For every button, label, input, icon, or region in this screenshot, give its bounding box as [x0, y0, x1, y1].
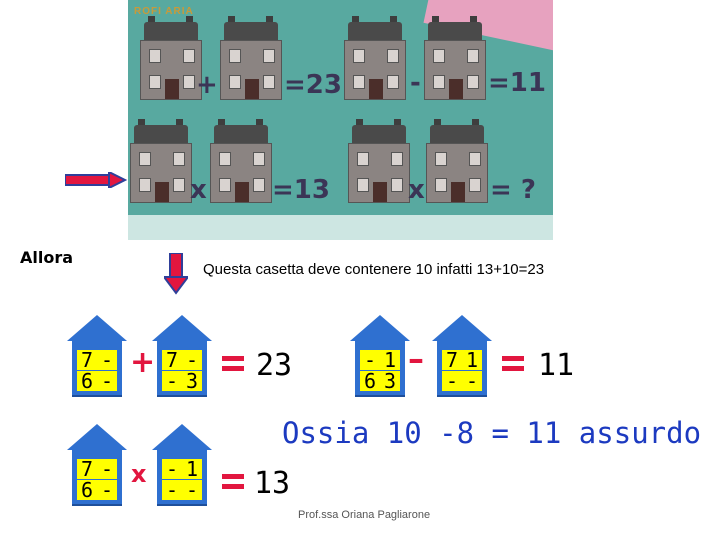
house-cell: 1	[182, 459, 202, 479]
house-cell: 6	[77, 371, 97, 391]
photo-house	[424, 16, 486, 100]
house-cell: 7	[77, 459, 97, 479]
house-cell: -	[462, 371, 482, 391]
house-cell: -	[162, 459, 182, 479]
times-operator: x	[131, 460, 147, 488]
house-cell: 7	[77, 350, 97, 370]
photo-house	[140, 16, 202, 100]
photo-house	[130, 119, 192, 203]
house-cell: -	[97, 459, 117, 479]
photo-operator: x	[408, 175, 425, 205]
photo-operator: x	[190, 175, 207, 205]
conclusion-text: Ossia 10 -8 = 11 assurdo	[282, 416, 702, 450]
house-cell: -	[182, 350, 202, 370]
house-a: 7 - 6 -	[67, 424, 127, 506]
author-signature: Prof.ssa Oriana Pagliarone	[298, 509, 431, 521]
result-value: 13	[254, 466, 291, 501]
house-cell: 6	[360, 371, 380, 391]
explanation-text: Questa casetta deve contenere 10 infatti…	[203, 261, 545, 278]
photo-stamp: ROFI ARIA	[134, 6, 194, 17]
house-cell: 7	[162, 350, 182, 370]
house-cell: 3	[380, 371, 400, 391]
house-b: 7 - - 3	[152, 315, 212, 397]
house-cell: -	[442, 371, 462, 391]
house-cell: -	[360, 350, 380, 370]
house-cell: 1	[462, 350, 482, 370]
house-c: - 1 6 3	[350, 315, 410, 397]
photo-result: =23	[284, 70, 342, 100]
photo-house	[220, 16, 282, 100]
plus-operator: +	[130, 345, 156, 380]
house-cell: -	[162, 371, 182, 391]
house-cell: 1	[380, 350, 400, 370]
house-b: - 1 - -	[152, 424, 212, 506]
photo-result: =11	[488, 68, 546, 98]
arrow-right-icon	[65, 172, 127, 188]
result-value: 23	[256, 348, 293, 383]
result-value: 11	[538, 348, 575, 383]
photo-operator: -	[410, 68, 421, 98]
photo-result: =13	[272, 175, 330, 205]
house-cell: -	[162, 480, 182, 500]
photo-house	[426, 119, 488, 203]
worksheet-photo: ROFI ARIA + =23 -	[128, 0, 553, 240]
photo-house	[348, 119, 410, 203]
photo-house	[344, 16, 406, 100]
house-cell: -	[182, 480, 202, 500]
house-cell: -	[97, 350, 117, 370]
photo-operator: +	[196, 70, 218, 100]
house-cell: -	[97, 371, 117, 391]
house-cell: 3	[182, 371, 202, 391]
minus-operator: –	[408, 340, 424, 378]
photo-paper-edge	[128, 215, 553, 240]
house-a: 7 - 6 -	[67, 315, 127, 397]
photo-house	[210, 119, 272, 203]
house-cell: 7	[442, 350, 462, 370]
arrow-down-icon	[164, 253, 188, 295]
house-cell: 6	[77, 480, 97, 500]
allora-label: Allora	[20, 248, 74, 267]
house-cell: -	[97, 480, 117, 500]
house-d: 7 1 - -	[432, 315, 492, 397]
photo-result: = ?	[490, 175, 536, 205]
